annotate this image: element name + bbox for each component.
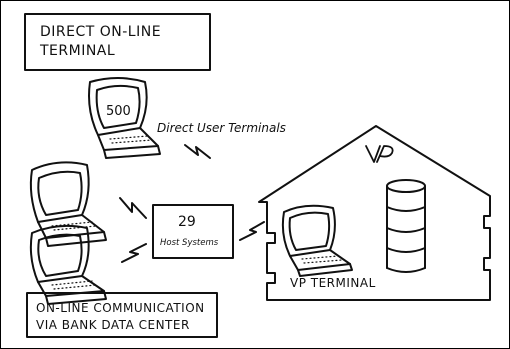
title-box: [24, 13, 211, 71]
host-systems-box: [152, 204, 234, 259]
link-zigzag: [184, 144, 211, 159]
database-icon: [386, 179, 426, 273]
link-zigzag: [121, 243, 147, 263]
bottom-caption-line-2: VIA BANK DATA CENTER: [36, 318, 190, 332]
bottom-caption-box: [26, 292, 218, 338]
vp-logo: [365, 145, 394, 163]
bottom-caption-line-1: ON-LINE COMMUNICATION: [36, 301, 205, 315]
vp-terminal-icon: [281, 204, 353, 277]
link-zigzag: [239, 221, 265, 241]
host-count: 29: [178, 214, 196, 230]
link-zigzag: [119, 197, 147, 219]
user-terminal-icon: [29, 161, 107, 247]
direct-terminal-label: Direct User Terminals: [157, 121, 286, 135]
data-center-building: [258, 125, 491, 301]
title-line-1: DIRECT ON-LINE: [40, 24, 161, 40]
vp-terminal-label: VP TERMINAL: [290, 276, 376, 290]
direct-terminal-icon: [88, 77, 161, 159]
direct-terminal-count: 500: [106, 104, 131, 119]
title-line-2: TERMINAL: [39, 43, 115, 59]
host-label: Host Systems: [160, 238, 219, 248]
